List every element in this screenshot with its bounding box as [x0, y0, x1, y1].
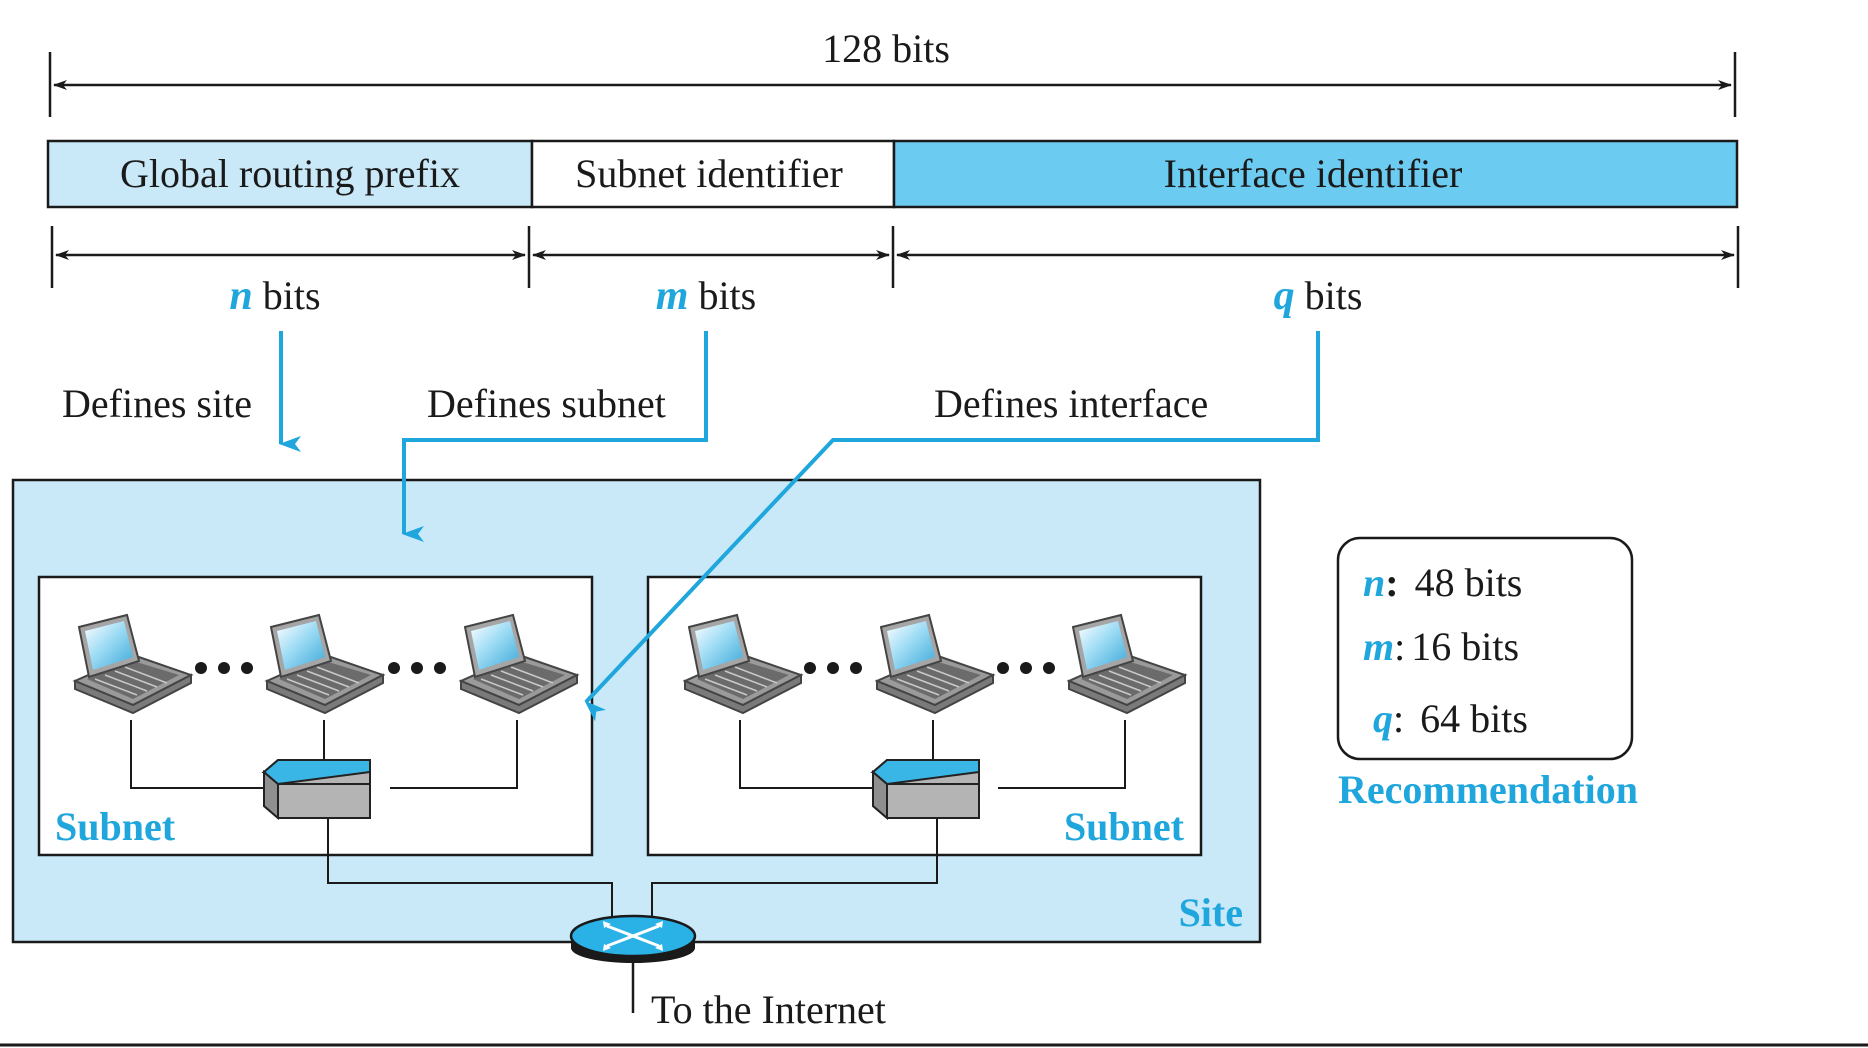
ellipsis-dots — [195, 662, 1055, 674]
defines-subnet-arrow — [402, 331, 708, 542]
defines-subnet-label: Defines subnet — [427, 381, 666, 426]
interface-identifier-label: Interface identifier — [1164, 151, 1463, 196]
recommendation-box — [1336, 536, 1634, 761]
subnet-identifier-field — [530, 139, 896, 209]
router-icon — [569, 914, 697, 963]
defines-interface-label: Defines interface — [934, 381, 1208, 426]
switch-icon — [872, 759, 980, 819]
interface-identifier-field — [892, 139, 1739, 209]
subnet-wiring-right — [651, 720, 1126, 930]
global-routing-prefix-label: Global routing prefix — [120, 151, 460, 196]
subnet-identifier-label: Subnet identifier — [575, 151, 843, 196]
subnet-wiring-left — [130, 720, 613, 930]
defines-site-label: Defines site — [62, 381, 252, 426]
subnet-label-left: Subnet — [55, 804, 176, 849]
defines-interface-arrow — [584, 331, 1320, 722]
recommendation-row-n: n:48 bits — [1363, 560, 1522, 605]
subnet-label-right: Subnet — [1064, 804, 1185, 849]
to-internet-label: To the Internet — [651, 987, 886, 1032]
total-bits-label: 128 bits — [822, 26, 950, 71]
global-routing-prefix-field — [46, 139, 534, 209]
recommendation-row-q: q:64 bits — [1373, 696, 1528, 741]
recommendation-title: Recommendation — [1338, 767, 1638, 812]
site-label: Site — [1179, 890, 1243, 935]
recommendation-row-m: m:16 bits — [1363, 624, 1519, 669]
switch-icon — [263, 759, 371, 819]
